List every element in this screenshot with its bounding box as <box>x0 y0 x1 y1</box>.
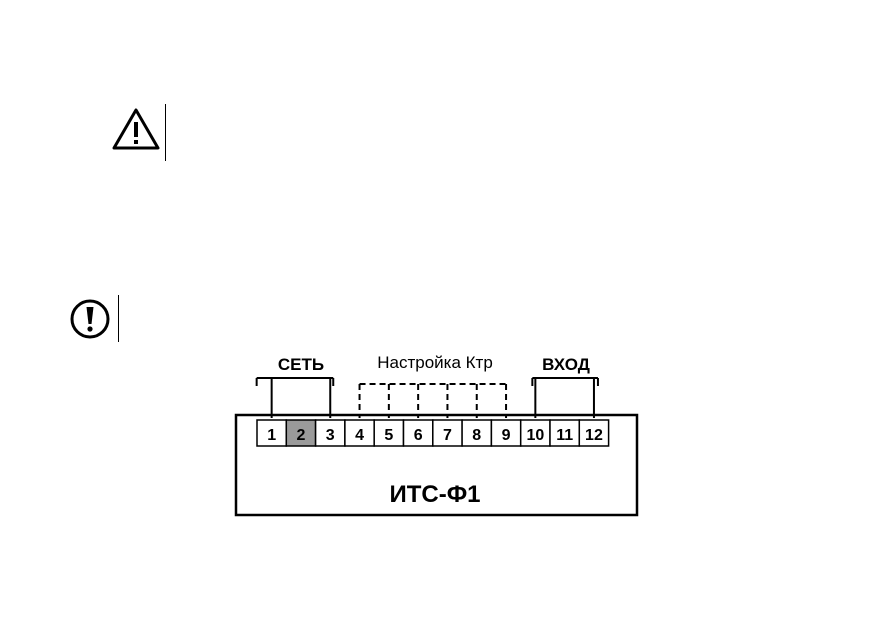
group-label-input: ВХОД <box>542 355 590 374</box>
warning-separator <box>165 104 166 161</box>
attention-separator <box>118 295 119 342</box>
device-body <box>234 413 639 517</box>
terminal-cell <box>373 419 405 447</box>
terminal-number: 12 <box>585 427 603 444</box>
terminal-cell <box>549 419 581 447</box>
terminal-number: 7 <box>443 427 452 444</box>
exclamation-circle-icon <box>70 299 110 339</box>
terminal-cell <box>490 419 522 447</box>
terminal-number: 6 <box>414 427 423 444</box>
device-name: ИТС-Ф1 <box>389 481 480 508</box>
group-label-ktr: Настройка Ктр <box>377 353 493 372</box>
terminal-number: 5 <box>384 427 393 444</box>
terminal-number: 4 <box>355 427 364 444</box>
attention-block <box>68 295 124 343</box>
terminal-cell <box>256 419 288 447</box>
warning-triangle-icon <box>112 108 160 150</box>
terminal-cell <box>314 419 346 447</box>
terminal-number: 11 <box>556 427 573 444</box>
terminal-cell <box>519 419 551 447</box>
terminal-number: 9 <box>502 427 511 444</box>
group-label-set: СЕТЬ <box>278 355 324 374</box>
terminal-cell <box>578 419 610 447</box>
terminal-number: 1 <box>267 427 276 444</box>
terminal-cell <box>285 419 317 447</box>
group-brackets <box>255 377 599 418</box>
terminal-number: 8 <box>472 427 481 444</box>
terminal-number: 3 <box>326 427 335 444</box>
terminal-number: 10 <box>526 427 544 444</box>
warning-block <box>110 104 170 162</box>
terminal-number: 2 <box>296 427 305 444</box>
